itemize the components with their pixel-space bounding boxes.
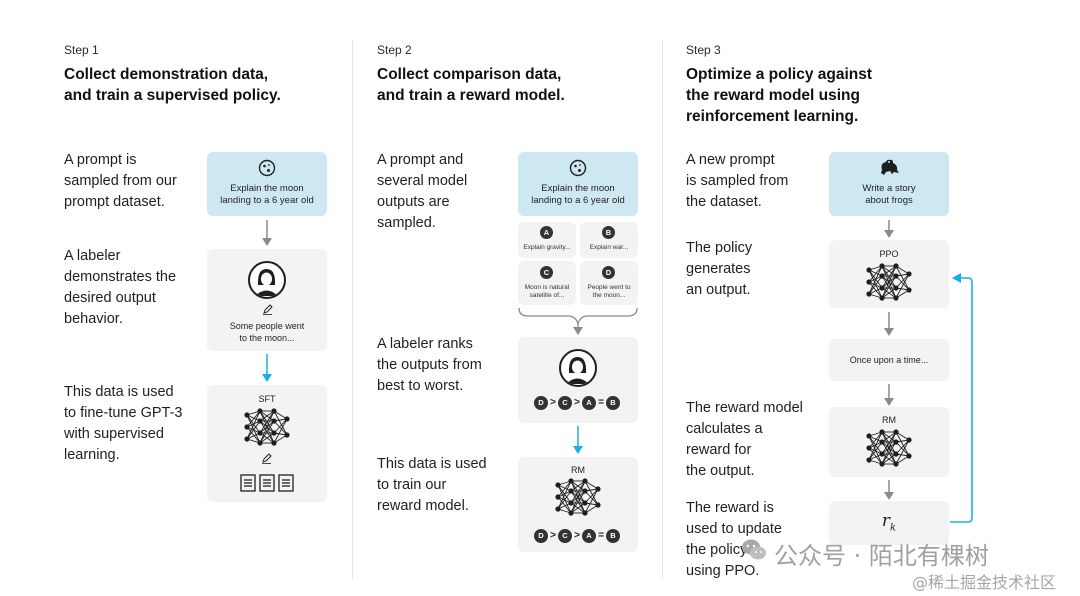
frog-icon: [881, 159, 899, 175]
step-1-demonstration-box: Some people went to the moon...: [207, 249, 327, 351]
step-3-title: Optimize a policy against the reward mod…: [686, 66, 873, 125]
step-1-prompt-text: Explain the moon landing to a 6 year old: [220, 183, 314, 206]
step-2-prompt-text: Explain the moon landing to a 6 year old: [531, 183, 625, 206]
step-3-output-box: Once upon a time...: [829, 339, 949, 381]
step-2-description-train: This data is used to train our reward mo…: [377, 456, 487, 514]
moon-icon: [258, 159, 276, 177]
ranking-badge: C: [558, 529, 572, 543]
rm-model-label: RM: [882, 415, 896, 425]
step-2-label: Step 2: [377, 43, 412, 57]
ranking-badge: C: [558, 396, 572, 410]
step-3-arrow-1: [884, 220, 894, 238]
output-badge-c: C: [540, 266, 553, 279]
step-3-arrow-4: [884, 480, 894, 500]
watermark-title: 公众号 · 陌北有棵树: [774, 542, 989, 570]
step-3-rm-box: RM: [829, 407, 949, 477]
output-text-b: Explain war...: [589, 244, 629, 251]
step-3-description-update: The reward is used to update the policy …: [686, 500, 782, 579]
step-3-ppo-box: PPO: [829, 240, 949, 308]
documents-icon: [240, 474, 294, 492]
neural-network-icon: [244, 408, 290, 446]
ranking-operator: >: [574, 530, 580, 541]
step-1-arrow-1: [262, 220, 272, 246]
step-1-arrow-2: [262, 354, 272, 382]
output-card-d: D People went to the moon...: [580, 261, 638, 305]
step-1-sft-box: SFT: [207, 385, 327, 502]
step-2-arrow: [573, 426, 583, 454]
ranking-badge: B: [606, 529, 620, 543]
neural-network-icon: [866, 263, 912, 301]
step-2-description-sampled: A prompt and several model outputs are s…: [377, 152, 468, 231]
step-1-description-finetune: This data is used to fine-tune GPT-3 wit…: [64, 384, 183, 463]
ranking-badge: A: [582, 529, 596, 543]
wechat-icon: [742, 539, 766, 560]
step-2-brace: [518, 307, 638, 335]
pencil-icon: [263, 304, 273, 315]
ppo-model-label: PPO: [879, 249, 899, 259]
ranking-operator: =: [598, 397, 604, 408]
step-3-description-prompt: A new prompt is sampled from the dataset…: [686, 152, 789, 210]
output-card-a: A Explain gravity...: [518, 222, 576, 258]
feedback-loop-arrow: [950, 273, 973, 523]
neural-network-icon: [555, 478, 601, 516]
labeler-avatar: [248, 261, 286, 299]
ranking-operator: =: [598, 530, 604, 541]
watermark: 公众号 · 陌北有棵树: [740, 534, 1070, 570]
step-3-prompt-text: Write a story about frogs: [862, 183, 916, 206]
step-3-arrow-2: [884, 312, 894, 336]
step-1-description-prompt: A prompt is sampled from our prompt data…: [64, 152, 177, 210]
column-divider-1: [352, 40, 353, 580]
ranking-operator: >: [574, 397, 580, 408]
sft-model-label: SFT: [258, 394, 276, 404]
step-3-description-reward-model: The reward model calculates a reward for…: [686, 400, 803, 479]
ranking-badge: D: [534, 529, 548, 543]
step-3-output-text: Once upon a time...: [849, 355, 929, 365]
step-3-description-policy: The policy generates an output.: [686, 240, 753, 298]
step-1-title: Collect demonstration data, and train a …: [64, 66, 281, 104]
ranking-row: D>C>A=B: [534, 529, 624, 543]
neural-network-icon: [866, 429, 912, 467]
rm-model-label: RM: [571, 465, 585, 475]
output-badge-a: A: [540, 226, 553, 239]
step-2-title: Collect comparison data, and train a rew…: [377, 66, 565, 104]
output-text-c: Moon is natural satellite of...: [524, 284, 570, 299]
ranking-row: D>C>A=B: [534, 396, 624, 410]
reward-value: rk: [881, 511, 897, 534]
step-2-prompt-box: Explain the moon landing to a 6 year old: [518, 152, 638, 216]
step-3-label: Step 3: [686, 43, 721, 57]
moon-icon: [569, 159, 587, 177]
ranking-operator: >: [550, 530, 556, 541]
output-card-c: C Moon is natural satellite of...: [518, 261, 576, 305]
pencil-icon: [262, 453, 272, 464]
output-text-a: Explain gravity...: [523, 244, 571, 251]
ranking-badge: D: [534, 396, 548, 410]
step-2-description-ranks: A labeler ranks the outputs from best to…: [377, 336, 482, 394]
step-3-reward-box: rk: [829, 501, 949, 545]
output-text-d: People went to the moon...: [587, 284, 631, 299]
step-3-arrow-3: [884, 384, 894, 406]
step-1-demonstration-text: Some people went to the moon...: [229, 321, 305, 343]
output-card-b: B Explain war...: [580, 222, 638, 258]
watermark-subtitle: @稀土掘金技术社区: [912, 573, 1057, 592]
step-2-rm-box: RM D>C>A=B: [518, 457, 638, 552]
output-badge-b: B: [602, 226, 615, 239]
ranking-badge: B: [606, 396, 620, 410]
labeler-avatar: [559, 349, 597, 387]
step-2-ranking-box: D>C>A=B: [518, 337, 638, 423]
step-3-prompt-box: Write a story about frogs: [829, 152, 949, 216]
step-1-prompt-box: Explain the moon landing to a 6 year old: [207, 152, 327, 216]
step-1-label: Step 1: [64, 43, 99, 57]
column-divider-2: [662, 40, 663, 580]
output-badge-d: D: [602, 266, 615, 279]
ranking-badge: A: [582, 396, 596, 410]
step-1-description-labeler: A labeler demonstrates the desired outpu…: [64, 248, 177, 327]
ranking-operator: >: [550, 397, 556, 408]
